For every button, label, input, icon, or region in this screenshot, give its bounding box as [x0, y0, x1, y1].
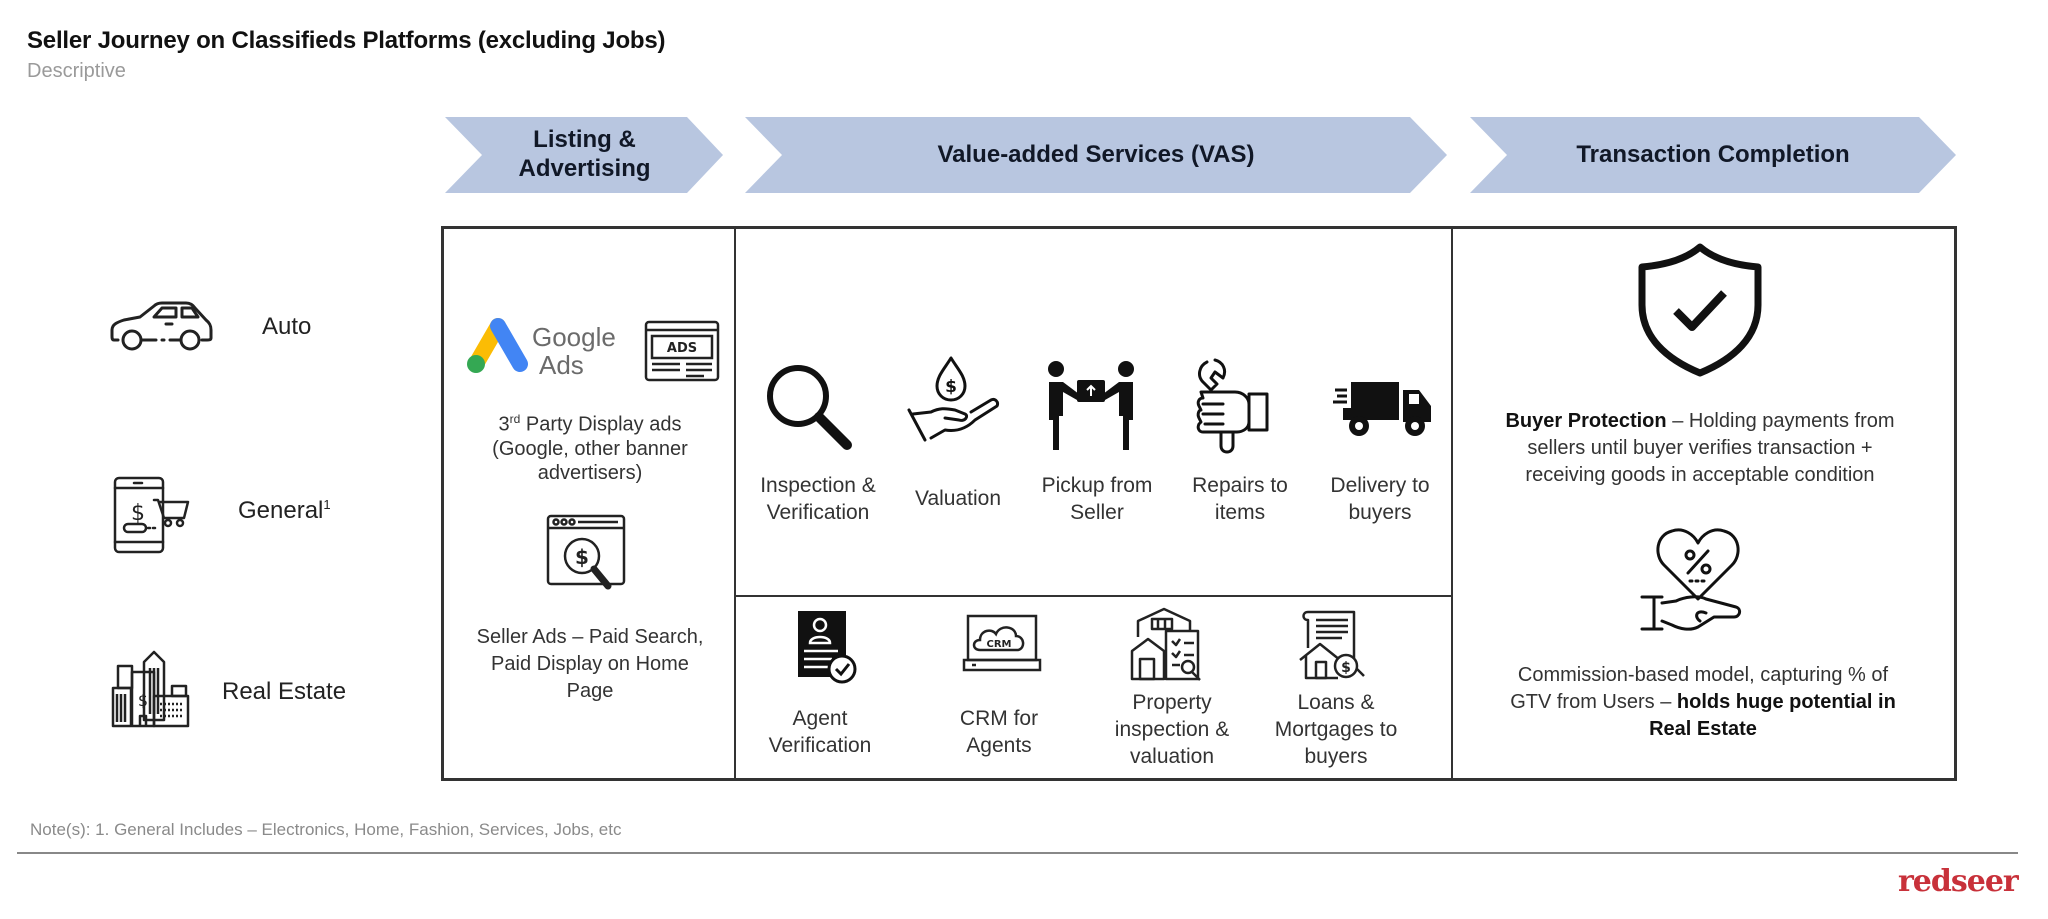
vas-item-pickup: Pickup from Seller [1042, 472, 1153, 526]
label-line: Real Estate [1649, 718, 1757, 740]
svg-text:$: $ [131, 501, 145, 526]
hand-money-drop-icon: $ [907, 356, 999, 442]
property-inspection-icon [1130, 607, 1201, 681]
label-line: Commission-based model, capturing % of [1517, 664, 1889, 686]
footnote: Note(s): 1. General Includes – Electroni… [30, 820, 622, 839]
stage-label-vas: Value-added Services (VAS) [937, 140, 1255, 168]
label-line: Mortgages to [1274, 718, 1398, 741]
car-icon [110, 301, 213, 351]
row-divider [735, 595, 1452, 597]
label-line: (Google, other banner [492, 437, 688, 460]
google-ads-word2: Ads [539, 350, 584, 378]
vas-item-agent-verification: Agent Verification [769, 705, 872, 759]
svg-text:$: $ [1341, 660, 1351, 676]
crm-badge-text: CRM [987, 639, 1012, 650]
svg-text:$: $ [575, 545, 589, 569]
house-loan-icon: $ [1299, 610, 1365, 680]
svg-text:$: $ [945, 377, 957, 397]
label-line: inspection & [1114, 718, 1230, 741]
mobile-shopping-icon: $ [113, 476, 190, 554]
buildings-icon: $ [111, 650, 190, 728]
category-label-auto: Auto [262, 313, 312, 340]
label-line: sellers until buyer verifies transaction… [1527, 437, 1873, 459]
label-line: Agents [966, 734, 1032, 757]
label-line: Agent [792, 707, 848, 730]
footnote-marker: 1 [323, 497, 331, 512]
buyer-protection-heading: Buyer Protection [1505, 410, 1667, 432]
label-line: GTV from Users – holds huge potential in [1510, 691, 1896, 713]
package-handover-icon [1048, 361, 1134, 450]
label-line: Inspection & [760, 474, 876, 497]
label-line: Loans & [1297, 691, 1375, 714]
hand-heart-percent-icon [1640, 528, 1742, 631]
chevron-shape [745, 117, 1447, 193]
label-line: Property [1132, 691, 1212, 714]
seller-ads-label: Seller Ads – Paid Search, Paid Display o… [477, 624, 704, 705]
stage-chevron-transaction: Transaction Completion [1470, 117, 1956, 193]
label-line: Valuation [914, 487, 1002, 510]
category-label-general: General1 [238, 497, 331, 525]
journey-table-frame [441, 226, 1957, 781]
redseer-logo: redseer [1898, 864, 2019, 899]
column-divider [734, 226, 736, 781]
label-line: Pickup from [1041, 474, 1153, 497]
label-line: items [1214, 501, 1266, 524]
chevron-shape [445, 117, 723, 193]
label-line: advertisers) [537, 461, 643, 484]
label-line: Repairs to [1192, 474, 1288, 497]
vas-item-valuation: Valuation [915, 485, 1001, 512]
chevron-shape [1470, 117, 1956, 193]
stage-chevron-vas: Value-added Services (VAS) [745, 117, 1447, 193]
column-divider [1451, 226, 1453, 781]
wrench-hand-icon [1196, 358, 1269, 454]
label-line: Paid Display on Home [491, 653, 689, 675]
stage-label-line2: Advertising [518, 155, 651, 182]
stage-chevron-listing: Listing & Advertising [445, 117, 723, 193]
svg-text:$: $ [138, 691, 148, 710]
ads-badge-text: ADS [667, 341, 697, 356]
vas-item-repairs: Repairs to items [1192, 472, 1288, 526]
label-line: Seller Ads – Paid Search, [476, 626, 704, 648]
page-subtitle: Descriptive [27, 60, 126, 82]
category-label-general-text: General [238, 497, 324, 524]
buyer-protection-text: Buyer Protection – Holding payments from… [1505, 408, 1894, 489]
label-line: 3rd Party Display ads [498, 412, 682, 436]
label-line: Page [566, 680, 614, 702]
label-line: CRM for [959, 707, 1039, 730]
google-ads-logo-icon: Google Ads [467, 318, 616, 378]
label-line: valuation [1129, 745, 1215, 768]
label-line: buyers [1348, 501, 1412, 524]
google-ads-word1: Google [532, 322, 616, 352]
vas-item-inspection: Inspection & Verification [760, 472, 876, 526]
delivery-truck-icon [1333, 382, 1431, 436]
crm-laptop-icon: CRM [962, 614, 1042, 672]
vas-item-crm: CRM for Agents [960, 705, 1038, 759]
label-line: Buyer Protection – Holding payments from [1505, 410, 1895, 432]
vas-item-delivery: Delivery to buyers [1330, 472, 1429, 526]
paid-search-browser-icon: $ [546, 514, 626, 590]
commission-model-text: Commission-based model, capturing % of G… [1510, 662, 1896, 743]
third-party-ads-label: 3rd Party Display ads (Google, other ban… [492, 407, 688, 485]
agent-document-check-icon [798, 611, 857, 684]
stage-label-line1: Listing & [533, 126, 636, 154]
stage-label-listing: Listing & Advertising [482, 117, 687, 193]
label-line: Verification [768, 734, 872, 757]
category-label-real-estate: Real Estate [222, 678, 347, 705]
label-line: Verification [766, 501, 870, 524]
label-line: receiving goods in acceptable condition [1525, 464, 1875, 486]
stage-label-transaction: Transaction Completion [1576, 140, 1850, 168]
label-line: Delivery to [1330, 474, 1430, 497]
vas-item-loans: Loans & Mortgages to buyers [1275, 689, 1398, 770]
footer-divider [17, 852, 2018, 854]
vas-item-property-inspection: Property inspection & valuation [1115, 689, 1229, 770]
page-title: Seller Journey on Classifieds Platforms … [27, 27, 666, 54]
shield-check-icon [1638, 243, 1762, 377]
label-line: buyers [1304, 745, 1368, 768]
label-line: Seller [1070, 501, 1124, 524]
magnifier-icon [767, 365, 852, 450]
ads-banner-icon: ADS [644, 320, 720, 382]
